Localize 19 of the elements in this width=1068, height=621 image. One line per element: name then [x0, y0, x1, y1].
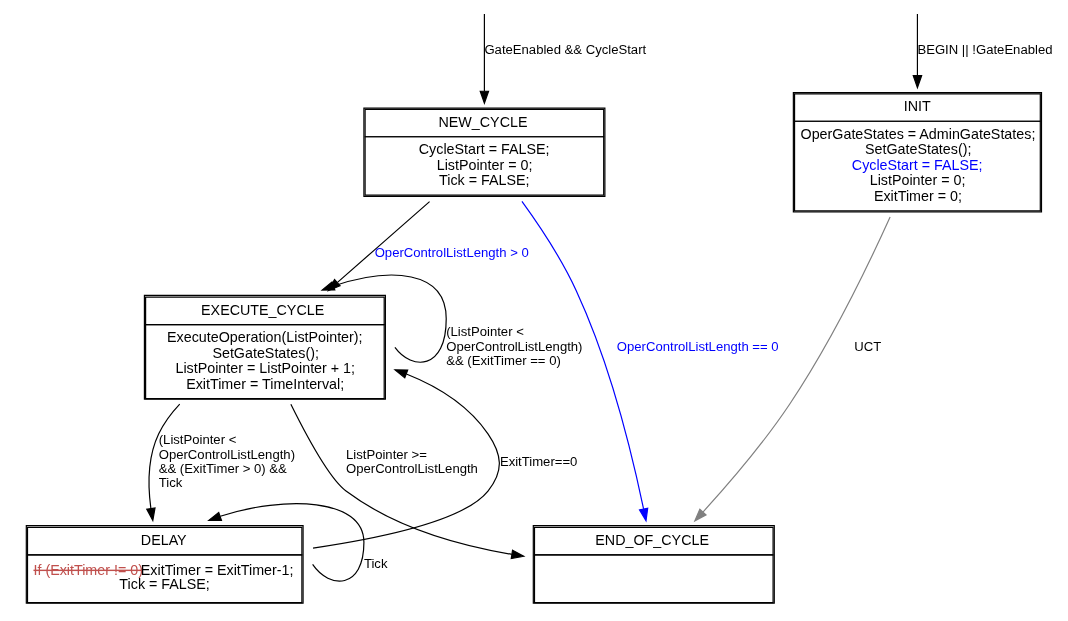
- arrow: [319, 274, 447, 363]
- arrow: [311, 369, 500, 549]
- edge-label: (ListPointer < OperControlListLength) && (ExitTimer == 0): [445, 324, 582, 368]
- edge-label: OperControlListLength > 0: [374, 245, 529, 261]
- edge-label: OperControlListLength == 0: [616, 338, 779, 354]
- edge-label: ExitTimer==0: [499, 453, 577, 469]
- edge-label: Tick: [363, 555, 387, 571]
- arrow: [145, 403, 180, 523]
- arrow: [520, 200, 648, 523]
- edge-label: GateEnabled && CycleStart: [483, 42, 646, 58]
- arrow: [911, 13, 922, 90]
- arrow: [206, 503, 364, 582]
- arrow: [478, 13, 489, 105]
- edge-label: UCT: [853, 338, 881, 354]
- arrow: [289, 403, 525, 560]
- edge-label: ListPointer >= OperControlListLength: [345, 446, 478, 476]
- arrow: [693, 216, 891, 523]
- edge-label: (ListPointer < OperControlListLength) && (ExitTimer > 0) && Tick: [158, 432, 295, 491]
- edge-label: BEGIN || !GateEnabled: [916, 42, 1053, 58]
